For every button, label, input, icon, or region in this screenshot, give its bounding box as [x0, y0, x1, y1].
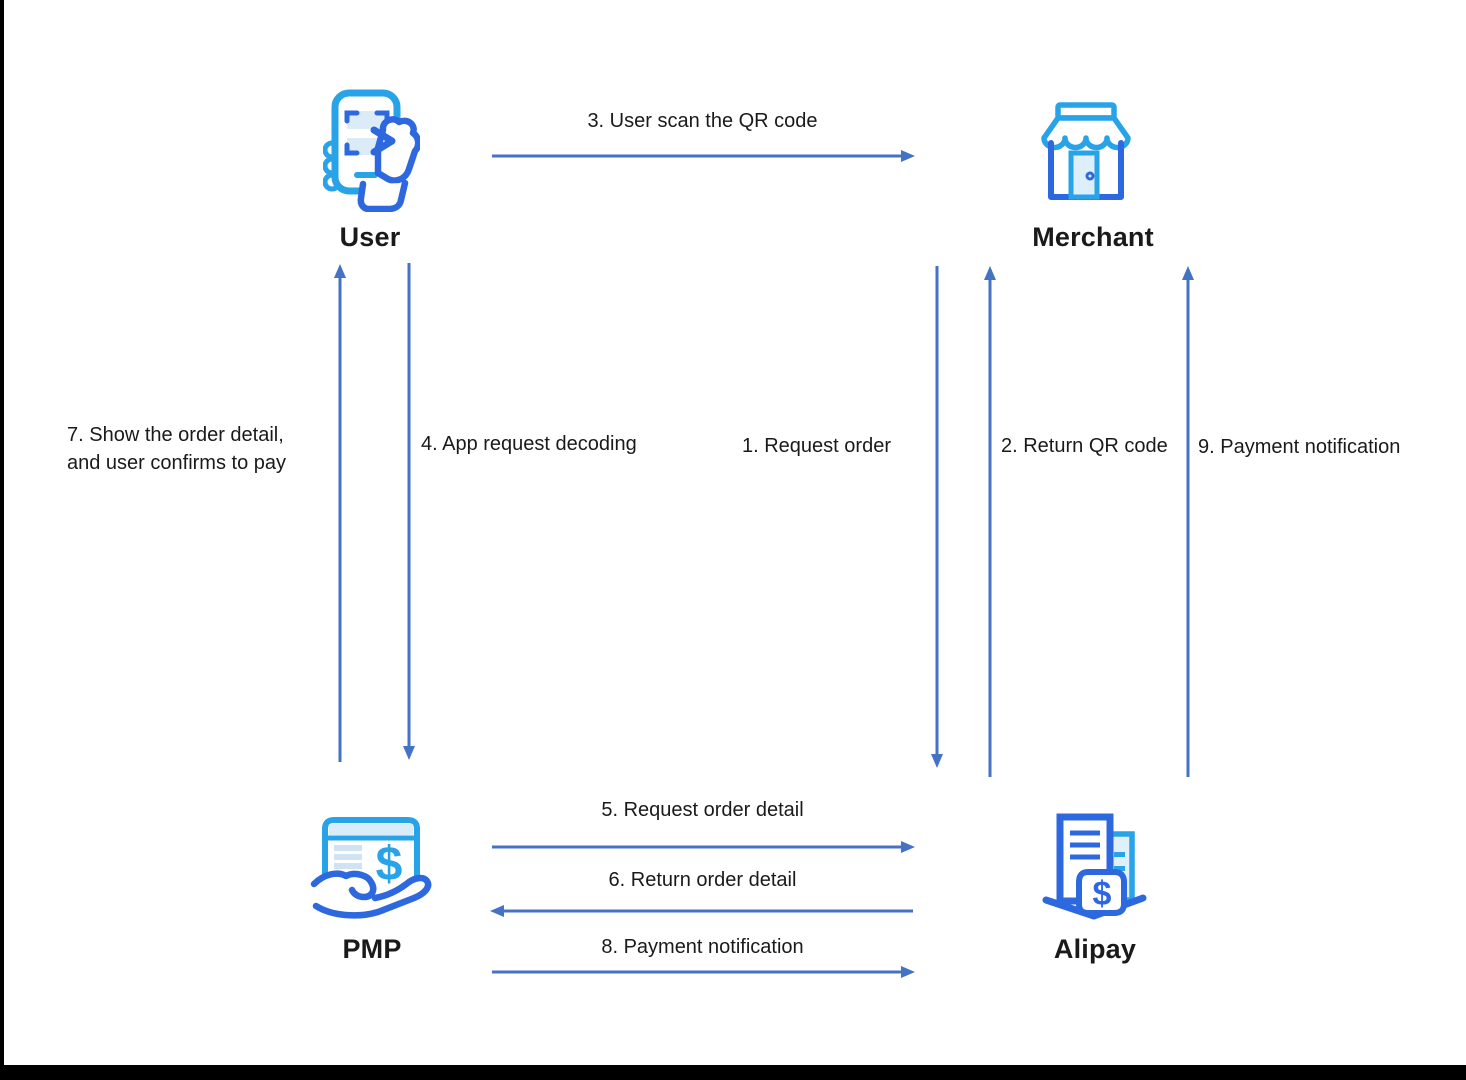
bottom-black-border — [0, 1065, 1466, 1080]
node-label-merchant: Merchant — [1032, 222, 1154, 252]
node-label-user: User — [339, 222, 401, 252]
svg-text:$: $ — [1093, 875, 1112, 913]
left-black-border — [0, 0, 4, 1080]
flow-label-step2: 2. Return QR code — [1001, 435, 1168, 457]
merchant-storefront-icon — [1031, 100, 1141, 211]
flow-label-step1: 1. Request order — [742, 435, 891, 457]
svg-text:$: $ — [376, 838, 403, 891]
flow-label-step9: 9. Payment notification — [1198, 436, 1401, 458]
flow-label-step7: 7. Show the order detail, and user confi… — [67, 424, 286, 474]
user-phone-scan-icon — [322, 88, 422, 217]
pmp-hand-payment-icon: $ — [310, 814, 434, 925]
flow-label-step6: 6. Return order detail — [608, 869, 797, 891]
flow-label-step5: 5. Request order detail — [601, 799, 804, 821]
flow-label-step8: 8. Payment notification — [601, 936, 804, 958]
node-label-pmp: PMP — [342, 934, 402, 964]
node-label-alipay: Alipay — [1053, 934, 1137, 964]
flow-label-step4: 4. App request decoding — [421, 433, 637, 455]
flow-label-step3: 3. User scan the QR code — [587, 110, 818, 132]
alipay-buildings-icon: $ — [1042, 812, 1148, 925]
